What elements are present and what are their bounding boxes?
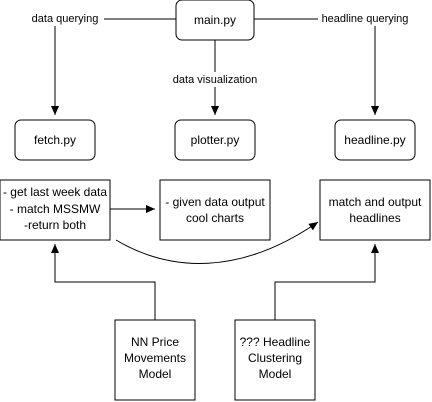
plotter-task-line-1: - given data output (165, 195, 265, 209)
headline-model-line-3: Model (259, 367, 292, 381)
node-headline-task: match and output headlines (319, 179, 431, 241)
headline-task-line-1: match and output (329, 195, 422, 209)
edge-main-to-headline: headline querying (254, 11, 412, 115)
headline-model-line-1: ??? Headline (240, 335, 311, 349)
node-plotter-task: - given data output cool charts (159, 179, 271, 241)
edge-nn-model-to-fetch-tasks (51, 244, 156, 320)
headline-task-line-2: headlines (349, 211, 400, 225)
node-fetch-py-label: fetch.py (34, 133, 76, 147)
edge-fetch-tasks-to-headline-task (115, 221, 319, 264)
nn-model-line-1: NN Price (131, 335, 179, 349)
fetch-tasks-line-3: -return both (24, 218, 86, 232)
edge-main-to-fetch: data querying (26, 11, 176, 115)
edge-label-headline-querying: headline querying (322, 13, 409, 25)
edge-label-data-querying: data querying (32, 13, 99, 25)
fetch-tasks-line-2: - match MSSMW (10, 202, 101, 216)
node-fetch-py: fetch.py (14, 119, 96, 161)
node-main-py: main.py (175, 0, 255, 41)
edge-main-to-plotter: data visualization (167, 40, 263, 115)
node-plotter-py: plotter.py (174, 119, 256, 161)
fetch-tasks-line-1: - get last week data (3, 185, 107, 199)
nn-model-line-3: Model (139, 367, 172, 381)
plotter-task-line-2: cool charts (186, 211, 244, 225)
node-plotter-py-label: plotter.py (191, 133, 240, 147)
nn-model-line-2: Movements (124, 351, 186, 365)
edge-headline-model-to-headline-task (274, 244, 379, 320)
node-headline-clustering-model: ??? Headline Clustering Model (234, 319, 316, 401)
node-main-py-label: main.py (194, 13, 236, 27)
node-headline-py-label: headline.py (344, 133, 405, 147)
node-nn-price-movements-model: NN Price Movements Model (114, 319, 196, 401)
node-fetch-tasks: - get last week data - match MSSMW -retu… (0, 179, 111, 241)
edge-label-data-visualization: data visualization (173, 74, 257, 86)
node-headline-py: headline.py (334, 119, 416, 161)
headline-model-line-2: Clustering (248, 351, 302, 365)
